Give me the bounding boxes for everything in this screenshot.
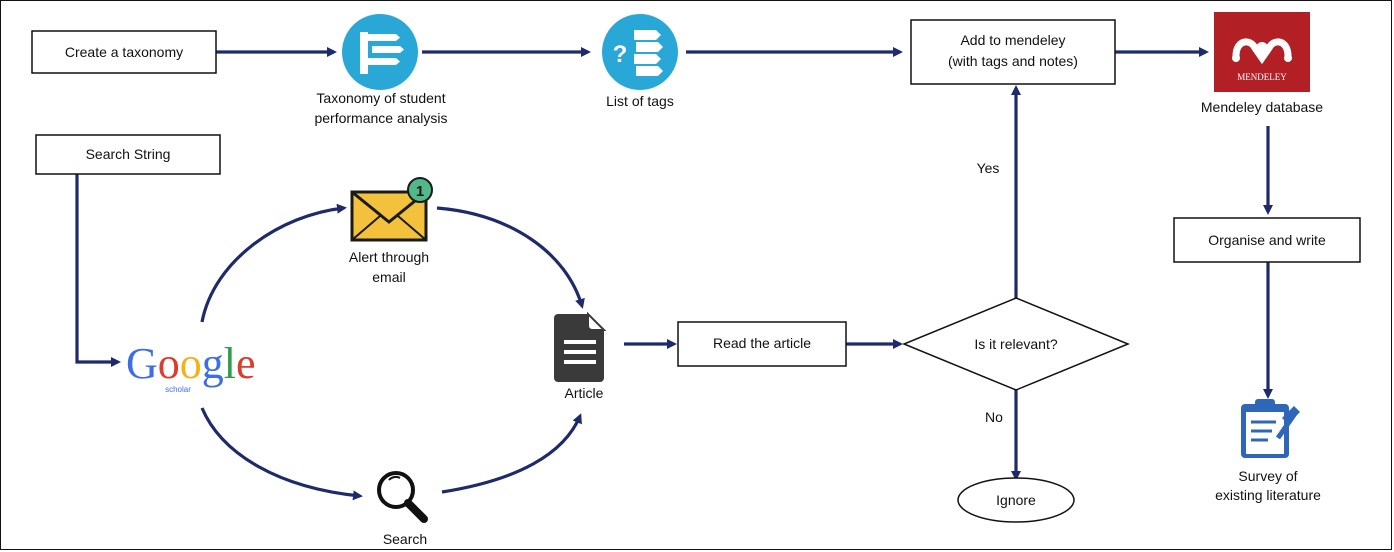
add-mendeley-line2: (with tags and notes) <box>948 53 1078 69</box>
relevance-decision: Is it relevant? <box>902 297 1130 391</box>
search-caption: Search <box>383 531 427 547</box>
article-caption: Article <box>565 385 604 401</box>
tags-list-icon: ? <box>602 14 678 90</box>
alert-caption-line1: Alert through <box>349 249 429 265</box>
connectors <box>75 47 1273 501</box>
organise-write-label: Organise and write <box>1208 232 1326 248</box>
google-scholar-logo: Google scholar <box>126 339 256 394</box>
mendeley-logo: MENDELEY <box>1214 12 1310 92</box>
google-wordmark: Google <box>126 339 256 388</box>
badge-count: 1 <box>416 183 424 200</box>
arrow-email-to-article <box>436 206 585 309</box>
survey-caption-line2: existing literature <box>1215 487 1321 503</box>
survey-clipboard-icon <box>1241 399 1300 458</box>
survey-caption-line1: Survey of <box>1238 468 1297 484</box>
add-mendeley-line1: Add to mendeley <box>960 32 1065 48</box>
create-taxonomy-label: Create a taxonomy <box>65 44 183 60</box>
taxonomy-caption-line1: Taxonomy of student <box>316 90 445 106</box>
taxonomy-caption-line2: performance analysis <box>314 110 447 126</box>
taxonomy-icon <box>342 14 418 90</box>
search-magnifier-icon <box>377 471 428 523</box>
decision-label: Is it relevant? <box>974 336 1057 352</box>
tags-caption: List of tags <box>606 93 674 109</box>
search-string-label: Search String <box>86 146 171 162</box>
ignore-terminal: Ignore <box>957 477 1075 523</box>
add-to-mendeley-box: Add to mendeley (with tags and notes) <box>910 19 1116 85</box>
arrow-google-to-email <box>200 203 347 323</box>
create-taxonomy-box: Create a taxonomy <box>31 30 217 74</box>
mendeley-logo-text: MENDELEY <box>1237 72 1287 82</box>
notification-badge: 1 <box>407 177 433 203</box>
ignore-label: Ignore <box>996 492 1036 508</box>
alert-caption-line2: email <box>372 269 405 285</box>
yes-label: Yes <box>977 160 1000 176</box>
no-label: No <box>985 409 1003 425</box>
search-string-box: Search String <box>35 134 221 175</box>
arrow-search-to-article <box>441 413 582 494</box>
mendeley-database-label: Mendeley database <box>1201 99 1323 115</box>
google-scholar-sub: scholar <box>165 385 191 394</box>
read-article-box: Read the article <box>677 321 847 367</box>
read-article-label: Read the article <box>713 335 811 351</box>
svg-text:?: ? <box>613 41 628 68</box>
arrow-google-to-search <box>200 407 363 501</box>
arrow-search-string-to-google <box>75 174 121 367</box>
organise-write-box: Organise and write <box>1173 217 1361 263</box>
article-document-icon <box>554 311 607 382</box>
